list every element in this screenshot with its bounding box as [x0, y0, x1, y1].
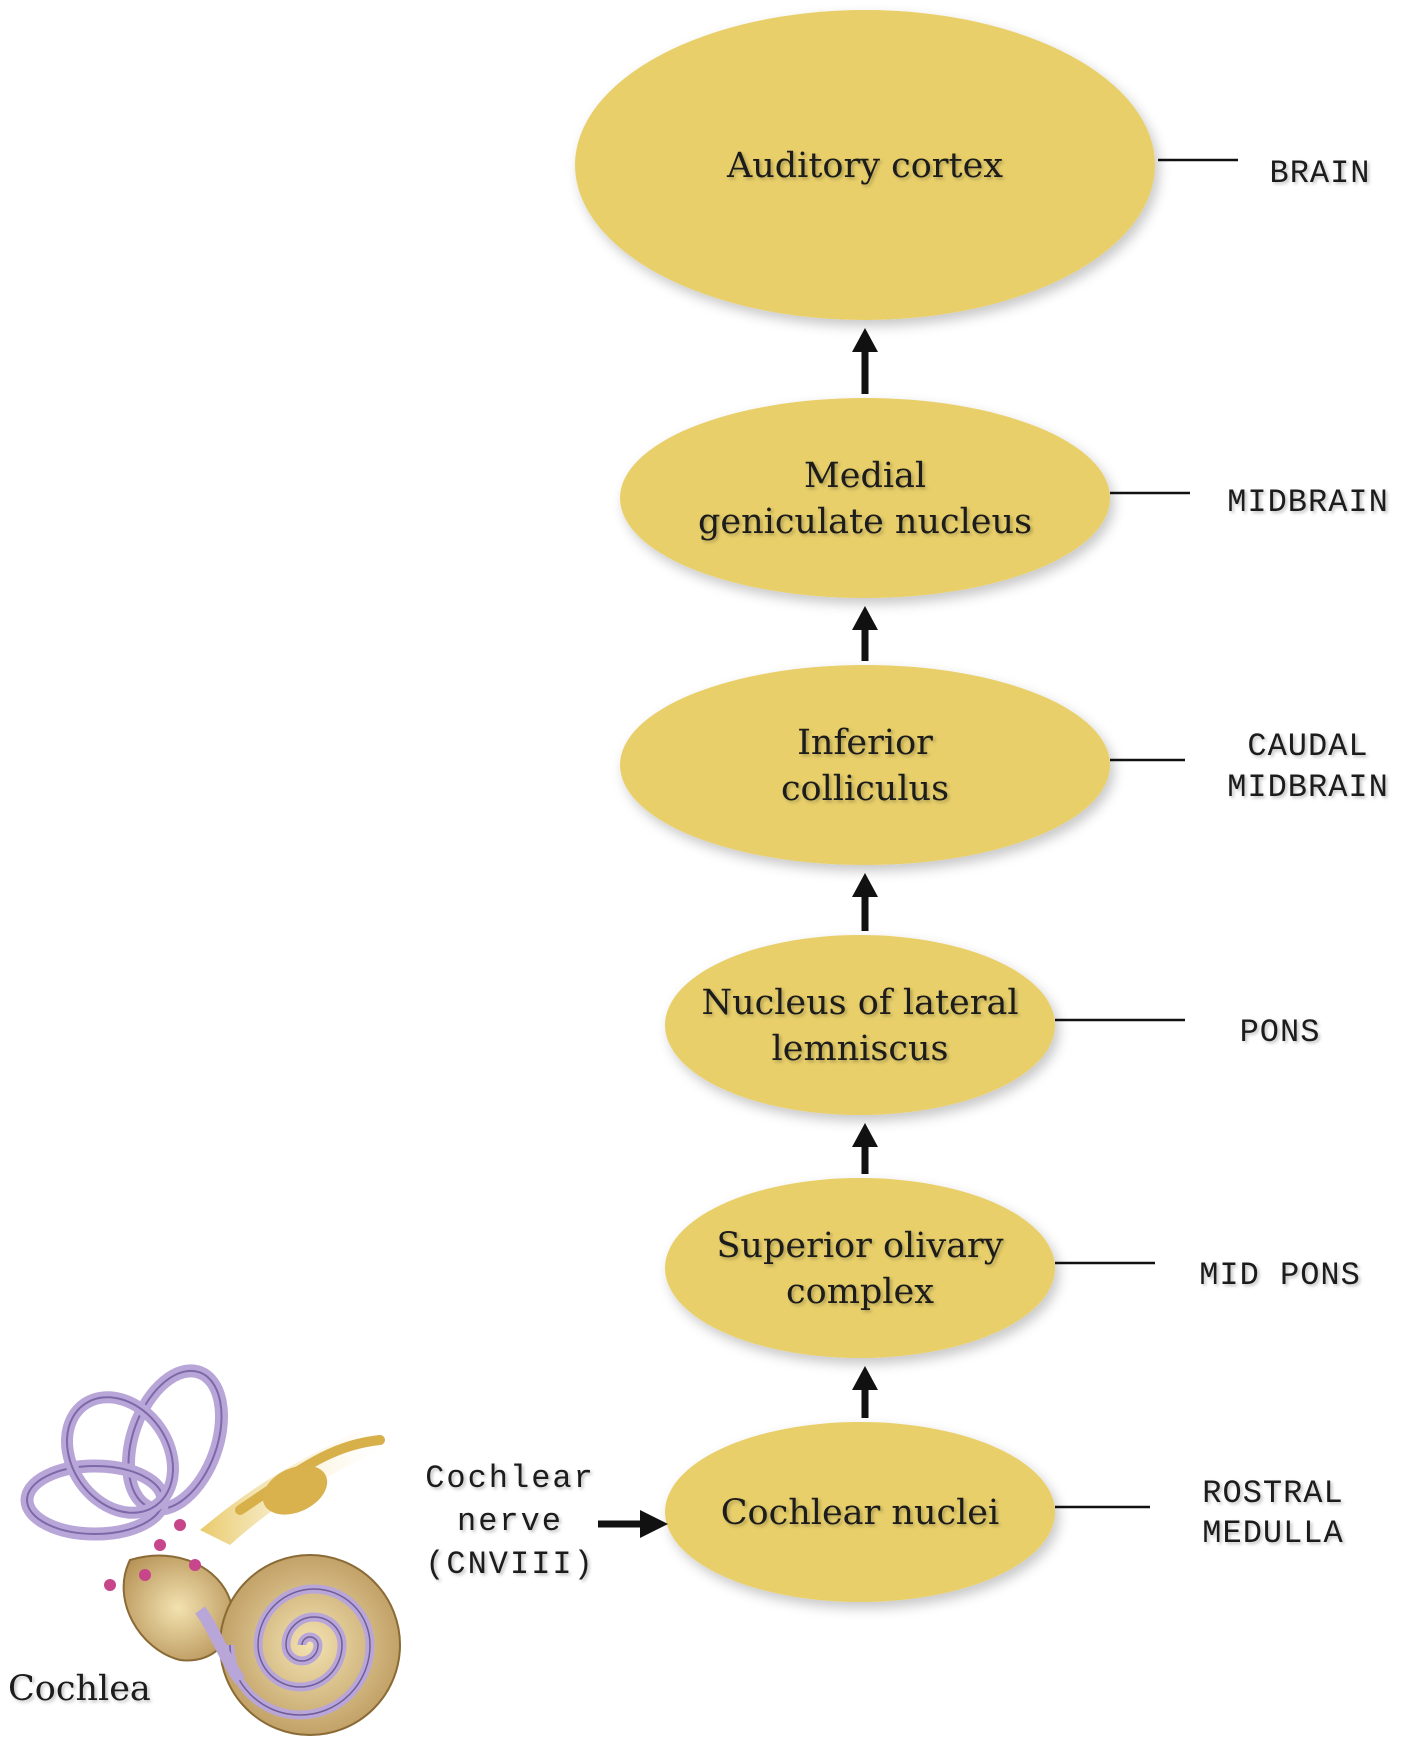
node-superior-olivary-complex: Superior olivary complex — [665, 1178, 1055, 1358]
level-label: MEDULLA — [1202, 1515, 1343, 1552]
connectors — [852, 158, 1238, 1509]
node-auditory-cortex: Auditory cortex — [575, 10, 1155, 320]
node-ellipse — [620, 398, 1110, 598]
node-cochlear-nuclei: Cochlear nuclei — [665, 1422, 1055, 1602]
node-label: Superior olivary — [716, 1226, 1003, 1266]
node-label: Medial — [804, 456, 926, 496]
level-labels: BRAIN MIDBRAIN CAUDAL MIDBRAIN PONS MID PONS R… — [1199, 155, 1389, 1552]
nerve-label-line: nerve — [457, 1503, 563, 1540]
flow-arrow-head — [852, 1123, 878, 1147]
flow-arrow-head — [852, 328, 878, 352]
node-ellipse — [665, 1422, 1055, 1602]
level-label: CAUDAL — [1247, 728, 1368, 765]
inner-ear-icon — [20, 1364, 401, 1736]
node-ellipse — [665, 1178, 1055, 1358]
nerve-arrow — [598, 1510, 668, 1538]
nerve-label: Cochlear nerve (CNVIII) — [425, 1460, 595, 1583]
flow-arrow-head — [852, 606, 878, 630]
node-medial-geniculate-nucleus: Medial geniculate nucleus — [620, 398, 1110, 598]
level-label: MIDBRAIN — [1227, 484, 1389, 521]
node-label: complex — [786, 1272, 934, 1312]
flow-arrow-head — [852, 873, 878, 897]
node-label: Nucleus of lateral — [701, 983, 1018, 1023]
node-label: colliculus — [781, 769, 949, 809]
nerve-label-line: (CNVIII) — [425, 1546, 595, 1583]
node-inferior-colliculus: Inferior colliculus — [620, 665, 1110, 865]
node-label: geniculate nucleus — [698, 502, 1032, 542]
level-label: PONS — [1240, 1014, 1321, 1051]
node-ellipse — [575, 10, 1155, 320]
level-label: MIDBRAIN — [1227, 769, 1389, 806]
node-label: Inferior — [797, 723, 933, 763]
level-label: MID PONS — [1199, 1257, 1361, 1294]
node-ellipse — [620, 665, 1110, 865]
node-label: lemniscus — [772, 1029, 949, 1069]
node-ellipse — [665, 935, 1055, 1115]
cochlea-label: Cochlea — [8, 1669, 151, 1709]
flow-arrow-head — [852, 1366, 878, 1390]
level-label: ROSTRAL — [1202, 1475, 1343, 1512]
node-label: Cochlear nuclei — [721, 1493, 999, 1533]
nerve-label-line: Cochlear — [425, 1460, 595, 1497]
node-label: Auditory cortex — [726, 146, 1003, 186]
node-nucleus-of-lateral-lemniscus: Nucleus of lateral lemniscus — [665, 935, 1055, 1115]
level-label: BRAIN — [1269, 155, 1370, 192]
